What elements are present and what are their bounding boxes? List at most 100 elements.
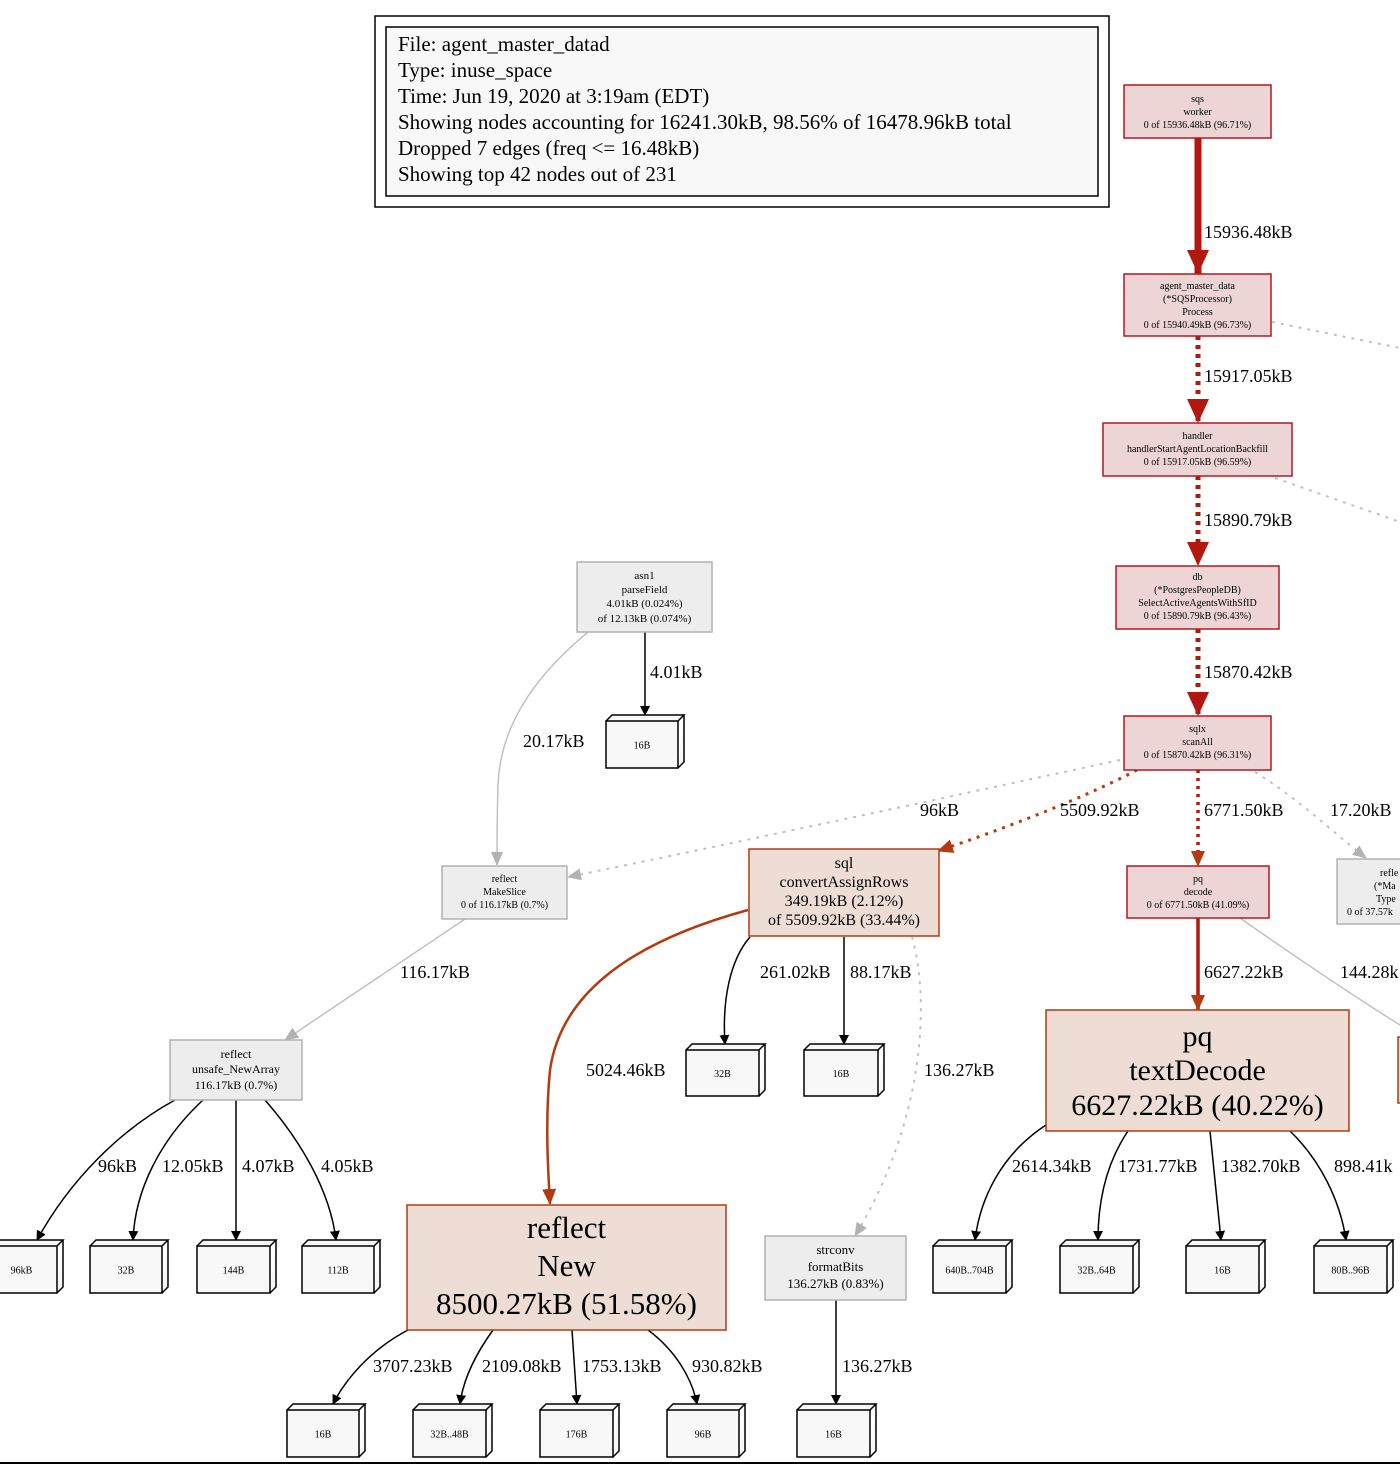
edge-asn1-makeslice[interactable] <box>491 631 589 866</box>
node-reflect-makeslice[interactable]: reflect MakeSlice 0 of 116.17kB (0.7%) <box>441 865 568 920</box>
edge-label: 5024.46kB <box>586 1060 666 1080</box>
node-cumulative: 0 of 15917.05kB (96.59%) <box>1144 457 1252 468</box>
edge-handler-offscreen[interactable] <box>1274 477 1400 523</box>
edge-label: 144.28k <box>1340 962 1399 982</box>
node-asn1-parsefield[interactable]: asn1 parseField 4.01kB (0.024%) of 12.13… <box>576 561 713 633</box>
edge-label: 3707.23kB <box>373 1356 453 1376</box>
edge-newarray-96kB[interactable] <box>36 1099 176 1241</box>
node-cumulative: 0 of 37.57k <box>1347 907 1393 918</box>
node-package: sql <box>835 855 854 872</box>
edge-label: 1382.70kB <box>1221 1156 1301 1176</box>
node-reflect-truncated[interactable]: refle (*Ma Type 0 of 37.57k <box>1336 858 1400 925</box>
node-function: SelectActiveAgentsWithSfID <box>1138 598 1256 609</box>
node-db-select[interactable]: db (*PostgresPeopleDB) SelectActiveAgent… <box>1115 565 1280 630</box>
alloc-box[interactable]: 16B <box>605 714 686 769</box>
node-sqsprocessor-process[interactable]: agent_master_data (*SQSProcessor) Proces… <box>1123 273 1272 337</box>
legend-dropped-edges: Dropped 7 edges (freq <= 16.48kB) <box>398 136 699 160</box>
alloc-box[interactable]: 32B <box>89 1239 170 1294</box>
node-function: Process <box>1182 307 1213 318</box>
edge-sqlx-convert[interactable] <box>937 768 1138 853</box>
node-function: unsafe_NewArray <box>192 1062 280 1076</box>
edge-label: 136.27kB <box>842 1356 913 1376</box>
alloc-box[interactable]: 80B..96B <box>1313 1239 1395 1294</box>
node-cumulative: 0 of 15890.79kB (96.43%) <box>1144 611 1252 622</box>
edge-new-16B[interactable] <box>332 1329 409 1405</box>
alloc-box-label: 32B..48B <box>430 1430 469 1441</box>
edge-td-640-704[interactable] <box>971 1124 1047 1241</box>
legend-file: File: agent_master_datad <box>398 32 610 56</box>
alloc-box[interactable]: 32B <box>685 1043 767 1097</box>
alloc-box[interactable]: 144B <box>196 1239 278 1294</box>
edge-new-176B[interactable] <box>571 1329 582 1405</box>
alloc-box[interactable]: 32B..64B <box>1059 1239 1141 1294</box>
alloc-box[interactable]: 16B <box>286 1403 367 1458</box>
edge-makeslice-newarray[interactable] <box>284 918 466 1041</box>
node-cumulative: of 5509.92kB (33.44%) <box>768 912 920 929</box>
node-sqs-worker[interactable]: sqs worker 0 of 15936.48kB (96.71%) <box>1123 84 1272 139</box>
edge-label: 15936.48kB <box>1204 222 1293 242</box>
edge-label: 20.17kB <box>523 731 585 751</box>
alloc-box[interactable]: 16B <box>803 1043 886 1097</box>
node-flat: 349.19kB (2.12%) <box>785 893 904 910</box>
node-reflect-unsafe-newarray[interactable]: reflect unsafe_NewArray 116.17kB (0.7%) <box>169 1039 303 1101</box>
node-package: pq <box>1193 874 1203 885</box>
edge-label: 898.41k <box>1334 1156 1393 1176</box>
alloc-box[interactable]: 176B <box>539 1403 621 1458</box>
node-package: sqs <box>1191 94 1204 105</box>
edge-label: 5509.92kB <box>1060 800 1140 820</box>
edge-convert-new[interactable] <box>542 908 749 1205</box>
alloc-box-label: 16B <box>825 1430 842 1441</box>
edge-sqlx-right[interactable] <box>1254 771 1367 859</box>
node-sql-convertassignrows[interactable]: sql convertAssignRows 349.19kB (2.12%) o… <box>748 848 940 937</box>
alloc-box[interactable]: 112B <box>301 1239 382 1294</box>
node-package: strconv <box>816 1242 855 1257</box>
edge-label: 6627.22kB <box>1204 962 1284 982</box>
edge-new-32-48[interactable] <box>456 1329 494 1405</box>
edge-label: 15917.05kB <box>1204 366 1293 386</box>
edge-td-32-64[interactable] <box>1093 1130 1129 1241</box>
alloc-box-label: 96B <box>695 1430 712 1441</box>
alloc-box-label: 80B..96B <box>1331 1266 1370 1277</box>
edge-newarray-112B[interactable] <box>264 1099 340 1241</box>
node-strconv-formatbits[interactable]: strconv formatBits 136.27kB (0.83%) <box>764 1235 907 1301</box>
node-truncated-right <box>1397 1036 1400 1104</box>
node-package: agent_master_data <box>1160 281 1236 292</box>
node-flat: 8500.27kB (51.58%) <box>436 1286 697 1321</box>
edge-label: 96kB <box>98 1156 137 1176</box>
node-sqlx-scanall[interactable]: sqlx scanAll 0 of 15870.42kB (96.31%) <box>1123 715 1272 771</box>
edge-convert-formatbits[interactable] <box>854 936 922 1237</box>
edge-sqlx-makeslice[interactable] <box>567 759 1121 881</box>
edge-td-80-96[interactable] <box>1289 1130 1350 1241</box>
alloc-box[interactable]: 96kB <box>0 1239 65 1294</box>
node-handler[interactable]: handler handlerStartAgentLocationBackfil… <box>1102 422 1293 477</box>
alloc-box-label: 176B <box>566 1430 588 1441</box>
alloc-box[interactable]: 16B <box>796 1403 878 1458</box>
legend-box: File: agent_master_datad Type: inuse_spa… <box>374 15 1110 208</box>
edge-convert-32B[interactable] <box>719 936 751 1045</box>
edge-new-96B[interactable] <box>647 1329 701 1405</box>
node-function: Type <box>1376 894 1396 905</box>
node-reflect-new[interactable]: reflect New 8500.27kB (51.58%) <box>406 1204 727 1331</box>
node-package: reflect <box>492 874 518 885</box>
edge-label: 15870.42kB <box>1204 662 1293 682</box>
edge-process-offscreen[interactable] <box>1271 321 1400 349</box>
alloc-box[interactable]: 640B..704B <box>932 1239 1014 1294</box>
alloc-box[interactable]: 16B <box>1185 1239 1267 1294</box>
node-receiver: (*PostgresPeopleDB) <box>1154 585 1241 596</box>
node-function: parseField <box>622 584 668 596</box>
node-package: db <box>1193 572 1203 583</box>
alloc-box[interactable]: 96B <box>666 1403 747 1458</box>
node-cumulative: 0 of 15936.48kB (96.71%) <box>1144 120 1252 131</box>
allocation-boxes: 16B 32B 16B 96kB 32B 144B 112B 16B 32B..48B 176B 9… <box>0 714 1395 1458</box>
edge-pqdecode-right[interactable] <box>1239 917 1400 1026</box>
legend-type: Type: inuse_space <box>398 58 552 82</box>
node-pq-textdecode[interactable]: pq textDecode 6627.22kB (40.22%) <box>1045 1009 1350 1132</box>
edge-td-16B[interactable] <box>1209 1130 1226 1241</box>
edge-newarray-32B[interactable] <box>128 1099 204 1241</box>
node-flat: 6627.22kB (40.22%) <box>1071 1089 1323 1122</box>
legend-time: Time: Jun 19, 2020 at 3:19am (EDT) <box>398 84 709 108</box>
alloc-box[interactable]: 32B..48B <box>412 1403 494 1458</box>
node-pq-decode[interactable]: pq decode 0 of 6771.50kB (41.09%) <box>1126 865 1270 919</box>
alloc-box-label: 16B <box>1214 1266 1231 1277</box>
